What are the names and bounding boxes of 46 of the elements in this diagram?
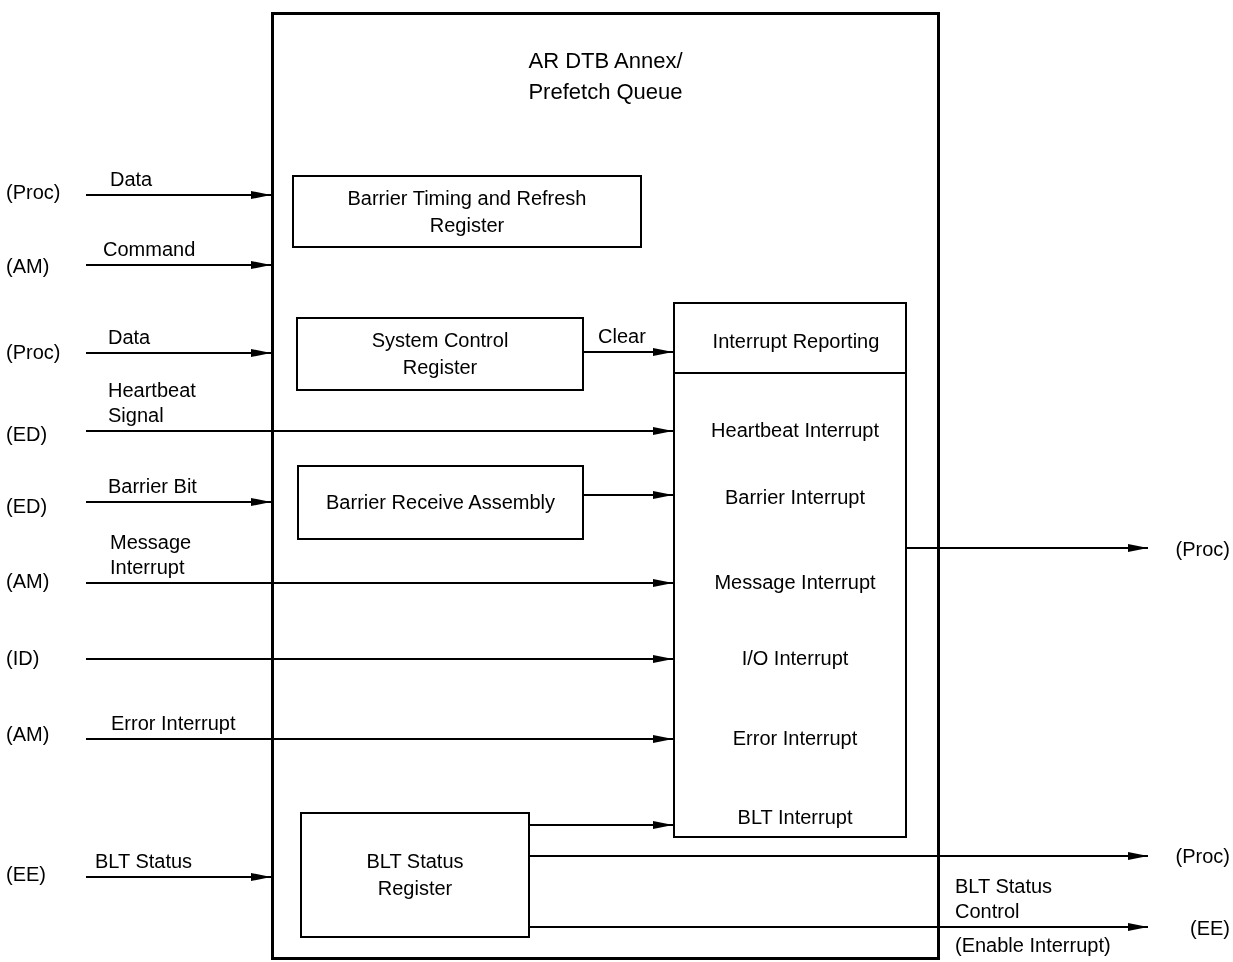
- arrow: [85, 498, 272, 506]
- list-entry: Heartbeat Interrupt: [710, 418, 880, 443]
- source-label: (AM): [6, 254, 50, 278]
- arrow: [529, 852, 1149, 860]
- source-label: (ED): [6, 494, 48, 518]
- source-label: (EE): [1190, 916, 1230, 940]
- source-label: (Proc): [6, 180, 61, 204]
- register-name: System Control Register: [370, 328, 510, 380]
- source-label: (Proc): [1175, 537, 1230, 561]
- arrow: [583, 348, 674, 356]
- arrow: [583, 491, 674, 499]
- arrow: [85, 735, 674, 743]
- register-name: BLT Status Register: [365, 849, 465, 901]
- list-entry: I/O Interrupt: [740, 646, 850, 671]
- source-label: (Proc): [1175, 844, 1230, 868]
- arrow: [85, 349, 272, 357]
- source-label: (ID): [6, 646, 40, 670]
- arrow: [85, 261, 272, 269]
- list-entry: BLT Interrupt: [736, 805, 854, 830]
- list-heading: Interrupt Reporting: [711, 329, 881, 354]
- arrow: [85, 873, 272, 881]
- module-frame: [271, 12, 940, 960]
- register-box: [300, 812, 530, 938]
- arrow: [85, 191, 272, 199]
- arrow: [85, 579, 674, 587]
- list-entry: Message Interrupt: [713, 570, 877, 595]
- source-label: (Proc): [6, 340, 61, 364]
- source-label: (ED): [6, 422, 48, 446]
- arrow: [85, 427, 674, 435]
- arrow: [529, 821, 674, 829]
- arrow: [906, 544, 1149, 552]
- register-name: Barrier Timing and Refresh Register: [346, 185, 588, 238]
- arrow: [529, 923, 1149, 931]
- register-box: [296, 317, 584, 391]
- source-label: (AM): [6, 722, 50, 746]
- source-label: (EE): [6, 862, 46, 886]
- register-box: [297, 465, 584, 540]
- source-label: (AM): [6, 569, 50, 593]
- register-box: [292, 175, 642, 248]
- register-list-box: [673, 302, 907, 838]
- list-entry: Error Interrupt: [731, 726, 859, 751]
- list-entry: Barrier Interrupt: [723, 485, 867, 510]
- register-name: Barrier Receive Assembly: [326, 490, 555, 515]
- note-text: (Enable Interrupt): [955, 934, 1111, 957]
- arrow: [85, 655, 674, 663]
- module-title: AR DTB Annex/ Prefetch Queue: [527, 47, 684, 106]
